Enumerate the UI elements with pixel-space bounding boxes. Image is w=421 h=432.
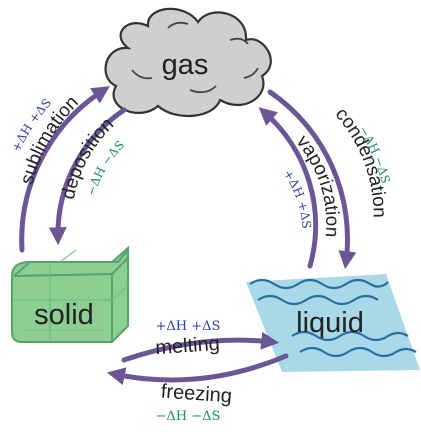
- arrow-deposition: [48, 107, 127, 246]
- state-label-liquid: liquid: [296, 307, 364, 339]
- gas-cloud-shape: [104, 7, 272, 118]
- transition-label-freezing: freezing: [160, 381, 233, 408]
- state-label-gas: gas: [162, 49, 209, 81]
- solid-cube-body: [11, 245, 129, 343]
- arrow-sublimation: [19, 86, 111, 253]
- liquid-shape: [246, 274, 420, 372]
- thermo-label-freezing: −ΔH −ΔS: [156, 409, 221, 424]
- transition-label-melting: melting: [155, 333, 221, 359]
- arrows: [19, 86, 357, 386]
- arrow-freezing: [106, 353, 289, 386]
- arrow-vaporization: [258, 107, 319, 269]
- arrow-melting: [121, 331, 280, 363]
- state-label-solid: solid: [34, 299, 94, 331]
- liquid-waves: [249, 278, 417, 358]
- gas-cloud: [104, 7, 272, 118]
- solid-cube: [11, 245, 129, 343]
- thermo-label-melting: +ΔH +ΔS: [156, 319, 221, 334]
- arrow-condensation: [267, 89, 357, 270]
